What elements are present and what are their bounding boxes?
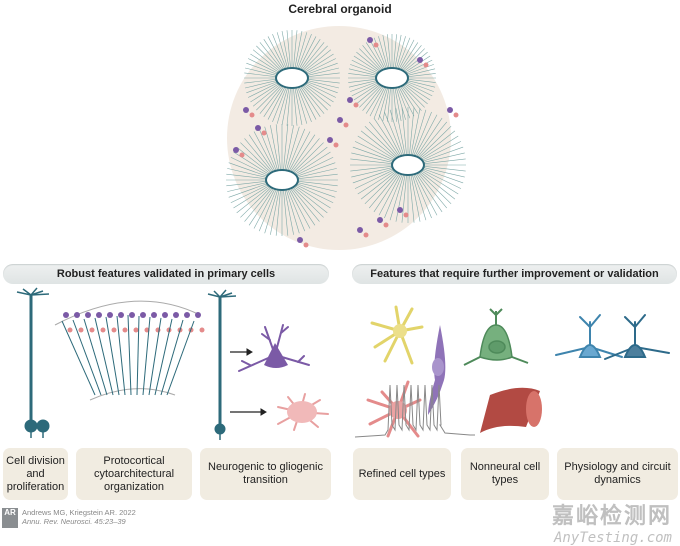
rosette: [350, 107, 466, 223]
improvement-features-illustrations: [354, 305, 670, 438]
citation-authors: Andrews MG, Kriegstein AR. 2022: [22, 508, 136, 517]
blue-neurons-icon: [555, 314, 670, 360]
purple-neuron-icon: [238, 324, 310, 372]
panel-header-robust: Robust features validated in primary cel…: [3, 264, 329, 284]
neuron: [337, 117, 343, 123]
green-cell-icon: [463, 308, 529, 366]
radial-glia-dividing-icon: [16, 287, 50, 438]
ventricle: [375, 67, 409, 89]
ventricle: [275, 67, 309, 89]
neuron: [255, 125, 261, 131]
watermark: 嘉峪检测网 AnyTesting.com: [552, 498, 672, 546]
ventricle: [265, 169, 299, 191]
annual-reviews-logo: AR: [2, 508, 18, 528]
neuron: [377, 217, 383, 223]
box-refined-cell-types: Refined cell types: [353, 448, 451, 500]
astrocyte: [333, 142, 339, 148]
astrocyte: [423, 62, 429, 68]
protocortex-icon: [54, 300, 205, 401]
rosette: [226, 124, 338, 236]
pink-astrocyte-icon: [277, 393, 329, 431]
rosette: [244, 30, 340, 126]
blood-vessel-icon: [480, 387, 542, 433]
watermark-cn: 嘉峪检测网: [551, 503, 672, 528]
rosette: [348, 34, 436, 122]
radial-glia-icon: [207, 289, 237, 440]
figure-title: Cerebral organoid: [288, 2, 392, 16]
organoid-neurons: [233, 37, 459, 248]
arrow-to-astrocyte-icon: [230, 408, 267, 416]
neuron: [233, 147, 239, 153]
box-physiology: Physiology and circuit dynamics: [557, 448, 678, 500]
watermark-en: AnyTesting.com: [553, 530, 672, 546]
box-neurogenic-gliogenic: Neurogenic to gliogenic transition: [200, 448, 331, 500]
neuron: [297, 237, 303, 243]
neuron: [357, 227, 363, 233]
astrocyte: [249, 112, 255, 118]
astrocyte: [239, 152, 245, 158]
action-potential-trace-icon: [354, 384, 475, 438]
robust-features-illustrations: [16, 287, 329, 440]
citation-journal: Annu. Rev. Neurosci. 45:23–39: [22, 517, 126, 526]
neuron: [447, 107, 453, 113]
panel-header-improvement: Features that require further improvemen…: [352, 264, 677, 284]
astrocyte: [373, 42, 379, 48]
neuron: [347, 97, 353, 103]
neuron: [243, 107, 249, 113]
neuron: [327, 137, 333, 143]
box-nonneural-cell-types: Nonneural cell types: [461, 448, 549, 500]
box-cell-division: Cell division and proliferation: [3, 448, 68, 500]
astrocyte: [261, 130, 267, 136]
neuron: [417, 57, 423, 63]
arrow-to-neuron-icon: [230, 348, 253, 356]
neural-rosettes: [226, 30, 466, 236]
box-protocortical: Protocortical cytoarchitectural organiza…: [76, 448, 192, 500]
citation: Andrews MG, Kriegstein AR. 2022 Annu. Re…: [22, 508, 136, 526]
astrocyte: [403, 212, 409, 218]
astrocyte: [353, 102, 359, 108]
astrocyte: [453, 112, 459, 118]
ventricle: [391, 154, 425, 176]
purple-bipolar-cell-icon: [428, 325, 446, 415]
neuron: [367, 37, 373, 43]
astrocyte: [383, 222, 389, 228]
cerebral-organoid-illustration: [226, 26, 466, 250]
yellow-astrocyte-icon: [370, 305, 424, 365]
astrocyte: [303, 242, 309, 248]
astrocyte: [363, 232, 369, 238]
astrocyte: [343, 122, 349, 128]
neuron: [397, 207, 403, 213]
